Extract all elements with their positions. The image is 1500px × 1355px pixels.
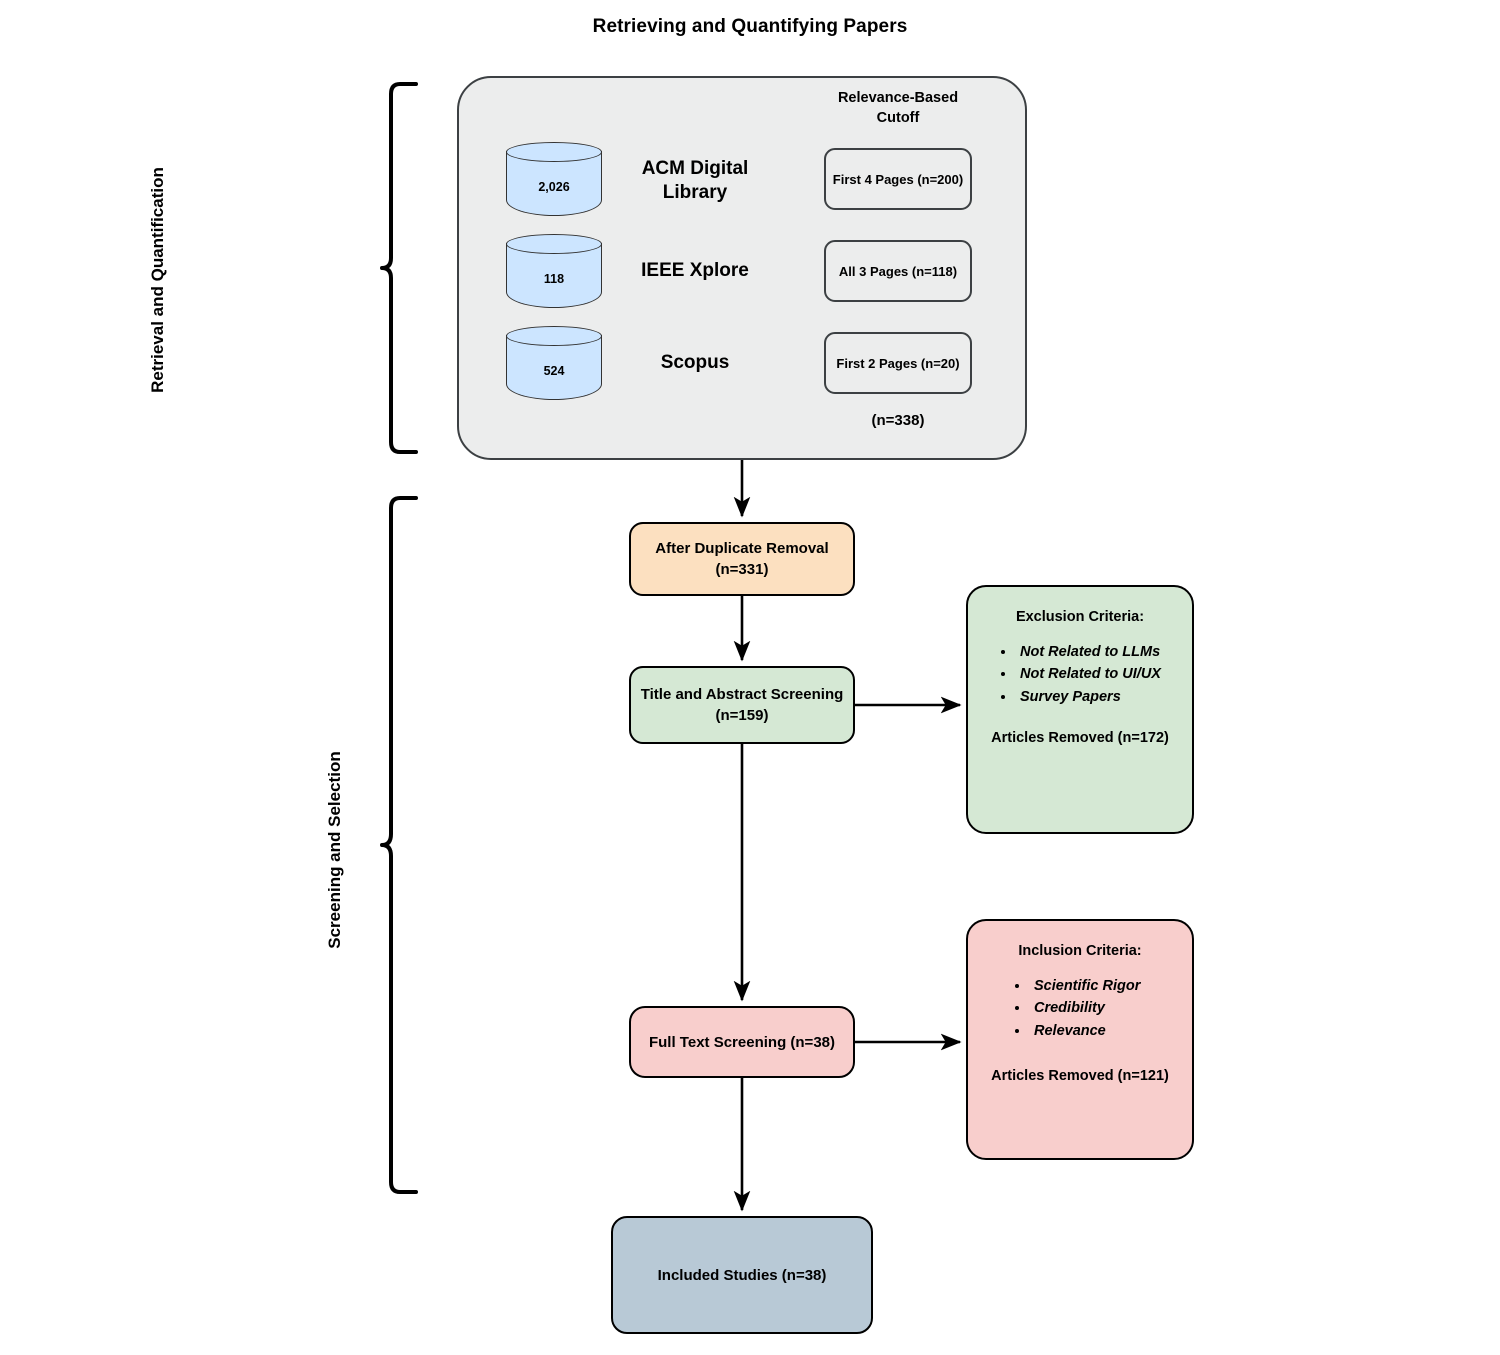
list-item: Credibility [1030, 997, 1178, 1019]
database-cylinder-ieee: 118 [506, 234, 602, 308]
page-title: Retrieving and Quantifying Papers [592, 16, 908, 37]
database-count-acm: 2,026 [538, 180, 570, 194]
database-label-ieee-line1: IEEE Xplore [641, 260, 749, 281]
list-item: Relevance [1030, 1020, 1178, 1042]
exclusion-articles-removed: Articles Removed (n=172) [991, 730, 1169, 747]
bracket-retrieval [380, 82, 418, 454]
list-item: Scientific Rigor [1030, 975, 1178, 997]
panel-exclusion-criteria: Exclusion Criteria: Not Related to LLMs … [966, 585, 1194, 834]
flow-box-included-studies: Included Studies (n=38) [611, 1216, 873, 1334]
flow-box-title-abstract-line2: (n=159) [715, 707, 769, 724]
database-label-acm: ACM Digital Library [600, 157, 790, 205]
relevance-cutoff-heading-line2: Cutoff [876, 109, 920, 126]
relevance-cutoff-heading: Relevance-Based Cutoff [800, 89, 996, 128]
flow-box-duplicate-line2: (n=331) [715, 561, 769, 578]
list-item: Not Related to LLMs [1016, 641, 1178, 663]
cylinder-top-ellipse [506, 234, 602, 254]
total-retrieved-count: (n=338) [871, 412, 925, 429]
cutoff-box-scopus: First 2 Pages (n=20) [824, 332, 972, 394]
flow-box-title-abstract-line1: Title and Abstract Screening [640, 686, 844, 703]
database-label-ieee: IEEE Xplore [600, 259, 790, 283]
inclusion-criteria-list: Scientific Rigor Credibility Relevance [982, 975, 1178, 1042]
database-label-acm-line2: Library [662, 181, 728, 203]
list-item: Survey Papers [1016, 686, 1178, 708]
relevance-cutoff-heading-line1: Relevance-Based [837, 90, 959, 106]
database-label-scopus-line1: Scopus [660, 352, 730, 373]
cylinder-top-ellipse [506, 142, 602, 162]
flow-box-duplicate-line1: After Duplicate Removal [655, 540, 829, 557]
flow-box-title-abstract-screening: Title and Abstract Screening (n=159) [629, 666, 855, 744]
inclusion-criteria-heading: Inclusion Criteria: [1018, 943, 1142, 959]
exclusion-criteria-heading: Exclusion Criteria: [1015, 609, 1145, 625]
flow-box-included-line1: Included Studies (n=38) [657, 1266, 827, 1284]
flow-box-after-duplicate-removal: After Duplicate Removal (n=331) [629, 522, 855, 596]
database-cylinder-acm: 2,026 [506, 142, 602, 216]
cutoff-box-acm: First 4 Pages (n=200) [824, 148, 972, 210]
database-label-scopus: Scopus [600, 351, 790, 375]
flow-box-fulltext-line1: Full Text Screening (n=38) [648, 1033, 835, 1051]
list-item: Not Related to UI/UX [1016, 663, 1178, 685]
database-cylinder-scopus: 524 [506, 326, 602, 400]
bracket-screening [380, 496, 418, 1194]
cutoff-box-ieee: All 3 Pages (n=118) [824, 240, 972, 302]
flow-box-full-text-screening: Full Text Screening (n=38) [629, 1006, 855, 1078]
panel-inclusion-criteria: Inclusion Criteria: Scientific Rigor Cre… [966, 919, 1194, 1160]
database-label-acm-line1: ACM Digital [641, 158, 749, 179]
phase-label-screening: Screening and Selection [325, 751, 344, 949]
cylinder-top-ellipse [506, 326, 602, 346]
database-count-scopus: 524 [543, 364, 565, 378]
exclusion-criteria-list: Not Related to LLMs Not Related to UI/UX… [982, 641, 1178, 708]
inclusion-articles-removed: Articles Removed (n=121) [991, 1068, 1169, 1085]
database-count-ieee: 118 [543, 272, 565, 286]
phase-label-retrieval: Retrieval and Quantification [148, 167, 167, 393]
